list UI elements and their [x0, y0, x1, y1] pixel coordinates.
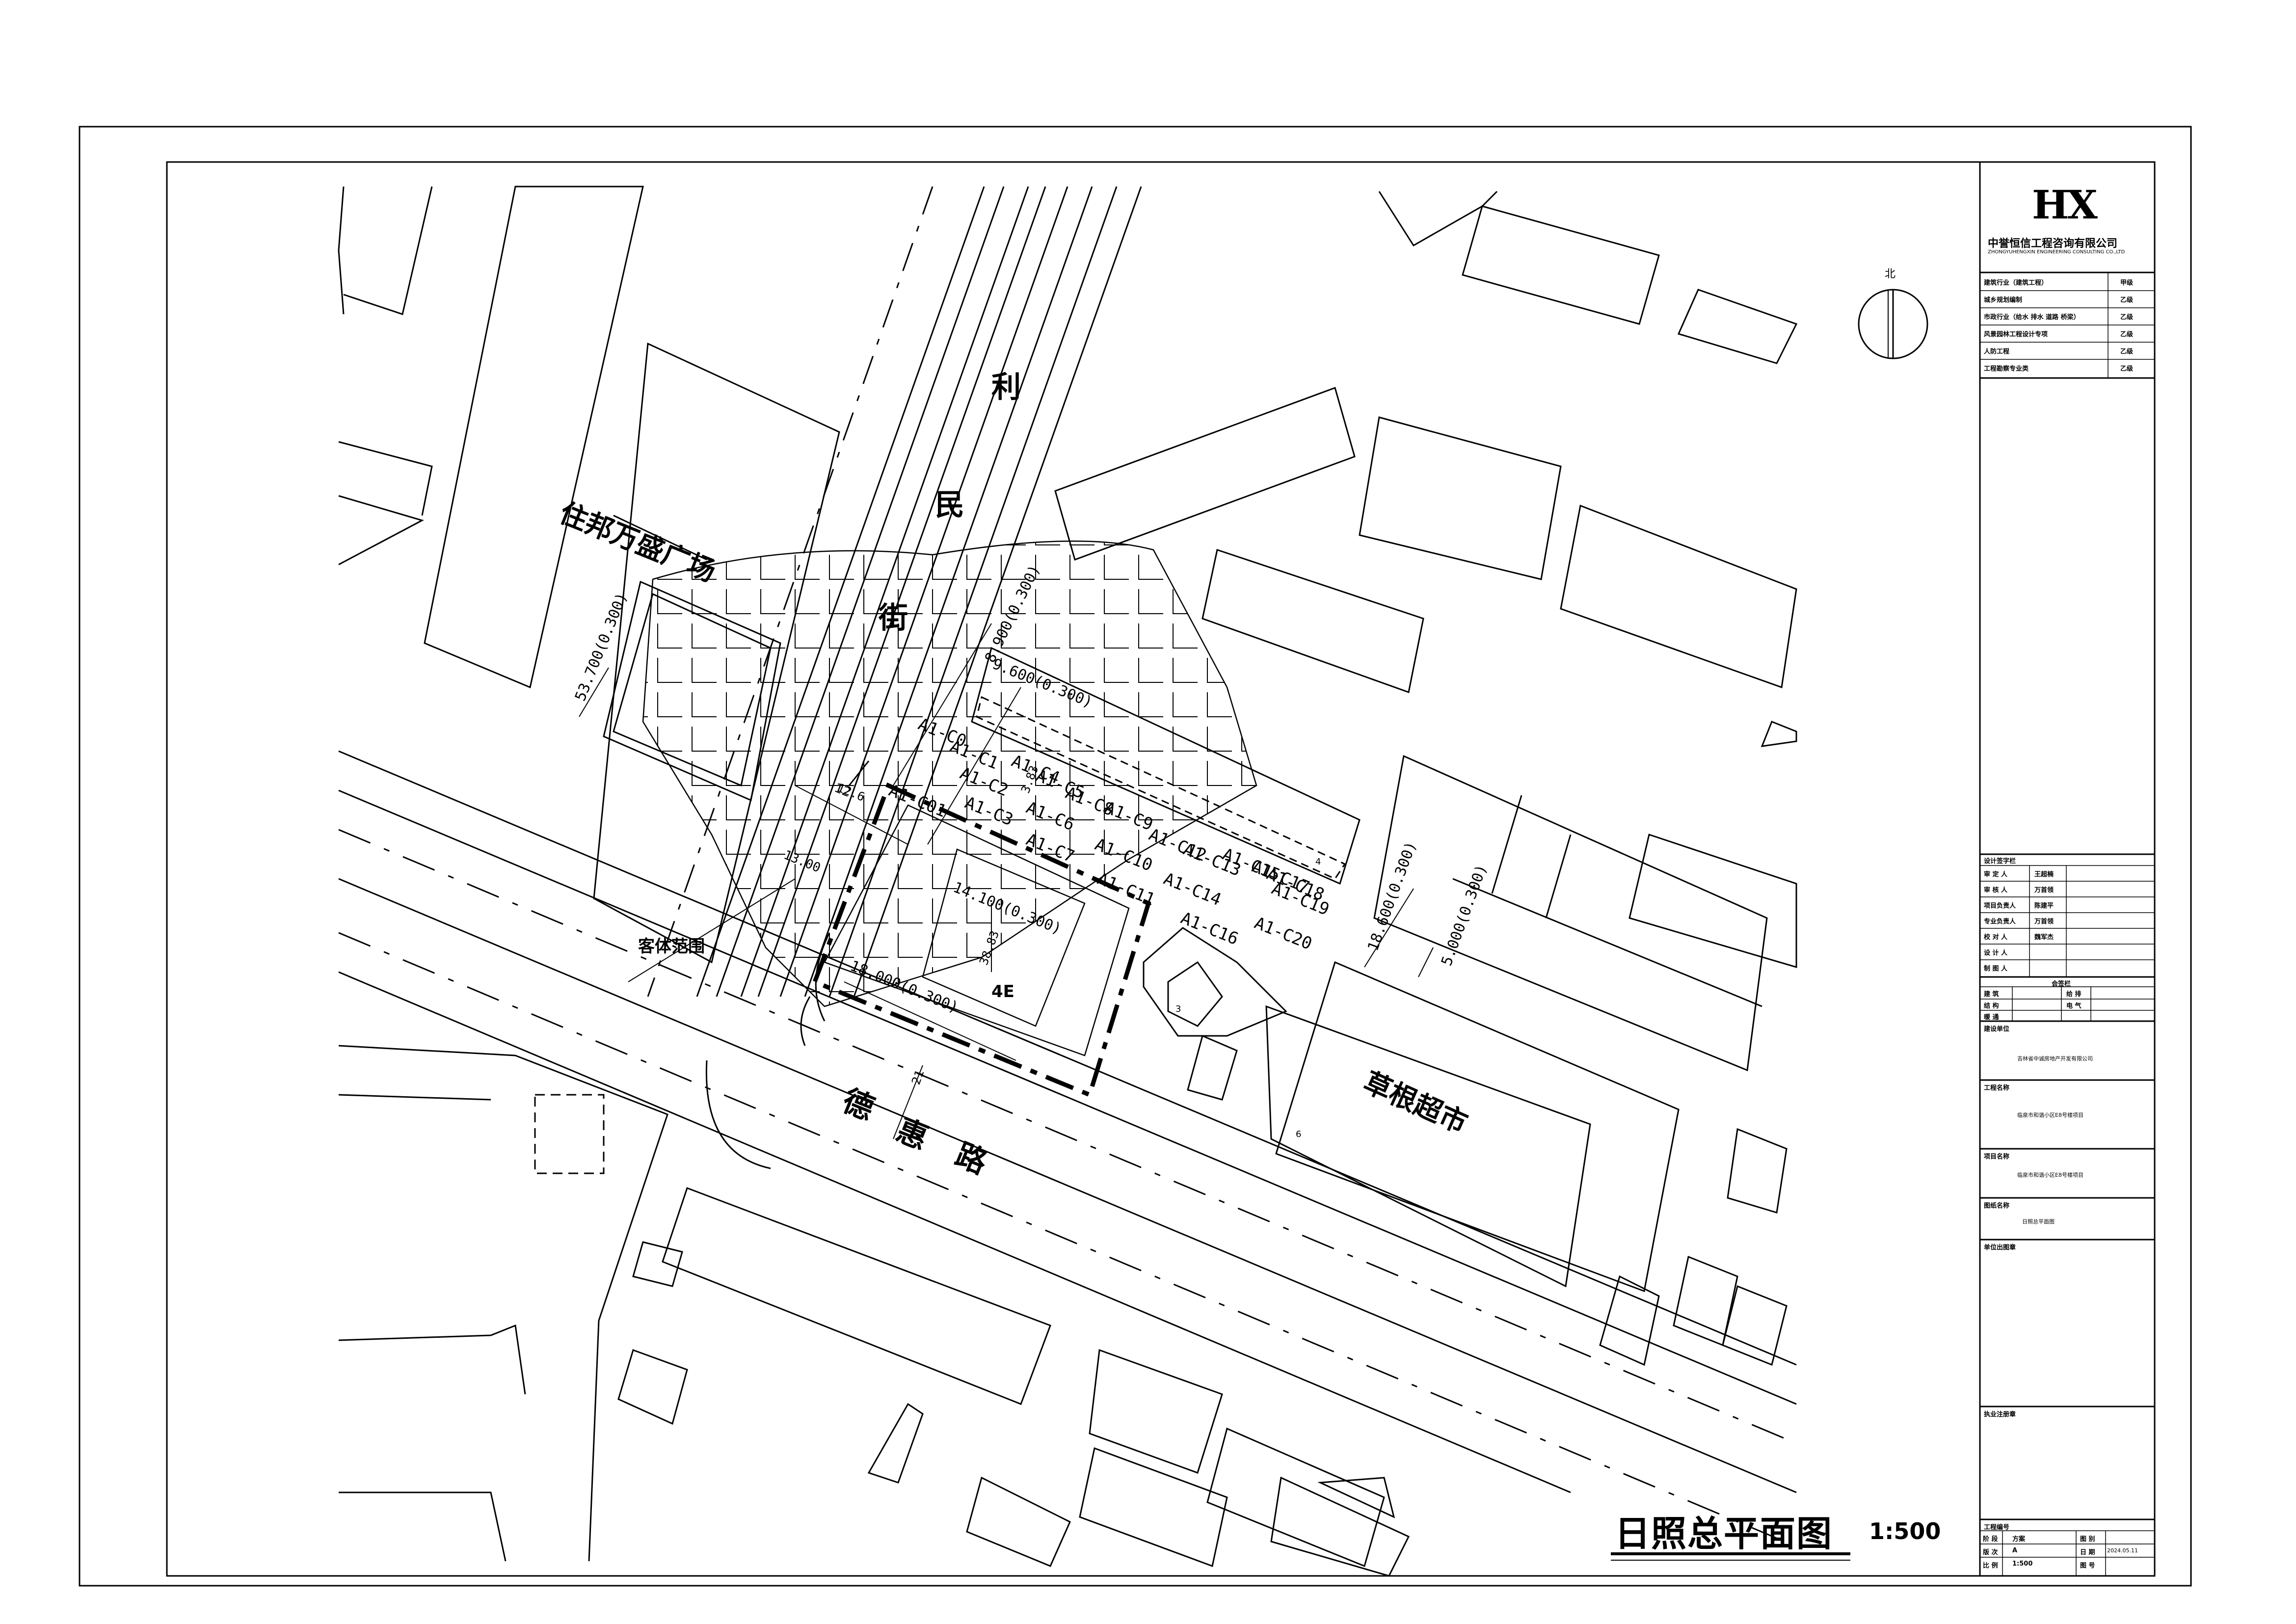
signoff-role: 设 计 人: [1984, 949, 2008, 957]
client-value: 吉林省中诚房地产开发有限公司: [2017, 1056, 2093, 1062]
small-label-4: 4: [1315, 857, 1321, 867]
qualification-label: 建筑行业（建筑工程）: [1984, 279, 2048, 287]
signoff-header: 设计签字栏: [1984, 858, 2016, 865]
info-key: 版 次: [1983, 1549, 1998, 1556]
drawing-scale: 1:500: [1869, 1518, 1941, 1544]
countersign-cell: 电 气: [2066, 1002, 2082, 1010]
outer-border: [79, 126, 2192, 1587]
qualification-grade: 乙级: [2120, 348, 2134, 355]
qualification-grade: 乙级: [2120, 297, 2134, 304]
info-value: 1:500: [2012, 1560, 2033, 1568]
inner-border: [166, 161, 2156, 1577]
qualification-label: 城乡规划编制: [1984, 297, 2023, 304]
info-key: 阶 段: [1983, 1536, 1998, 1543]
info-value: A: [2012, 1547, 2018, 1554]
signoff-role: 专业负责人: [1984, 918, 2016, 925]
street-char-1: 利: [991, 370, 1021, 405]
floor-tag: 4E: [991, 982, 1015, 1001]
sunlight-grid: [643, 541, 1256, 1006]
signoff-role: 项目负责人: [1984, 902, 2016, 910]
countersign-cell: 给 排: [2066, 991, 2082, 998]
qualification-grade: 甲级: [2120, 279, 2134, 287]
project-value: 临泉市和谐小区E8号楼项目: [2017, 1112, 2083, 1118]
reg-stamp-label: 执业注册章: [1984, 1411, 2016, 1418]
info-header: 工程编号: [1984, 1524, 2010, 1531]
small-label-6: 6: [1296, 1129, 1302, 1139]
info-key: 比 例: [1983, 1562, 1998, 1570]
company-logo: HX: [2032, 182, 2098, 228]
signoff-name: 万首领: [2034, 918, 2054, 925]
client-label: 建设单位: [1984, 1026, 2010, 1033]
signoff-name: 陈建平: [2034, 902, 2054, 910]
qualification-grade: 乙级: [2120, 365, 2134, 373]
north-compass: [1858, 289, 1928, 359]
signoff-role: 制 图 人: [1984, 965, 2008, 973]
signoff-role: 审 核 人: [1984, 887, 2008, 894]
project-label: 工程名称: [1984, 1084, 2010, 1092]
item-value: 临泉市和谐小区E8号楼项目: [2017, 1172, 2083, 1178]
item-label: 项目名称: [1984, 1153, 2010, 1161]
north-label: 北: [1885, 268, 1896, 280]
qualification-grade: 乙级: [2120, 314, 2134, 321]
qualification-label: 人防工程: [1984, 348, 2010, 355]
street-char-2: 民: [935, 488, 964, 522]
drawing-name-label: 图纸名称: [1984, 1202, 2010, 1210]
info-key: 图 号: [2080, 1562, 2095, 1570]
countersign-cell: 结 构: [1984, 1002, 1999, 1010]
street-char-3: 街: [879, 601, 908, 635]
countersign-header: 会签栏: [2052, 980, 2071, 988]
site-boundary: [812, 760, 1151, 1098]
title-block-frame: [1979, 161, 2156, 1577]
small-label-3: 3: [1175, 1004, 1181, 1014]
guest-range-label: 客体范围: [638, 937, 705, 956]
info-value: 2024.05.11: [2107, 1547, 2138, 1554]
unit-stamp-label: 单位出图章: [1984, 1244, 2016, 1251]
qualification-grade: 乙级: [2120, 331, 2134, 338]
signoff-name: 王超楠: [2034, 871, 2054, 878]
countersign-cell: 暖 通: [1984, 1014, 1999, 1021]
drawing-name-value: 日照总平面图: [2022, 1218, 2055, 1225]
company-name-cn: 中誉恒信工程咨询有限公司: [1988, 238, 2118, 250]
countersign-cell: 建 筑: [1984, 991, 1999, 998]
info-value: 方案: [2012, 1536, 2026, 1543]
dimension-lines: [579, 623, 1434, 1139]
signoff-role: 校 对 人: [1984, 934, 2008, 941]
signoff-name: 万首领: [2034, 887, 2054, 894]
info-key: 图 别: [2080, 1536, 2095, 1543]
qualification-label: 工程勘察专业类: [1984, 365, 2029, 373]
info-key: 日 期: [2080, 1549, 2095, 1556]
drawing-title: 日照总平面图: [1615, 1513, 1833, 1554]
qualification-label: 市政行业（给水 排水 道路 桥梁）: [1984, 314, 2080, 321]
signoff-name: 魏军杰: [2034, 934, 2054, 941]
qualification-label: 风景园林工程设计专项: [1984, 331, 2048, 338]
company-name-en: ZHONGYUHENGXIN ENGINEERING CONSULTING CO…: [1988, 249, 2125, 255]
title-block-rules: [1980, 272, 2155, 1576]
signoff-role: 审 定 人: [1984, 871, 2008, 878]
